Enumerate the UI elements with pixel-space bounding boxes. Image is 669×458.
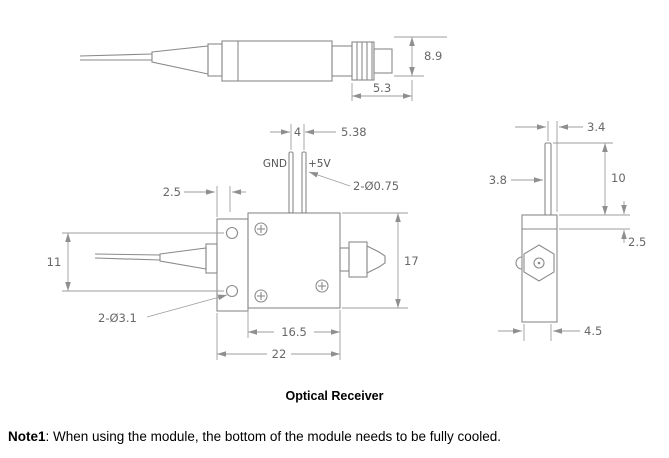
- technical-drawing: 8.9 5.3: [47, 36, 646, 361]
- note-label: Note1: [8, 429, 46, 444]
- dim-connector-offset: 5.3: [373, 81, 391, 95]
- mounting-hole-top: [225, 226, 239, 240]
- dim-pin-to-edge: 5.38: [341, 125, 367, 139]
- dim-hole-diameter: 2-Ø3.1: [98, 311, 137, 325]
- fiber-boot-front: [159, 247, 207, 270]
- dim-total-width: 22: [272, 347, 287, 361]
- dim-side-width: 4.5: [584, 324, 602, 338]
- screw-top-left: [254, 222, 268, 236]
- dim-hole-spacing: 11: [47, 255, 62, 269]
- fiber-cable-front: [94, 253, 161, 261]
- dim-body-width: 16.5: [281, 325, 307, 339]
- fiber-boot: [151, 45, 209, 75]
- dim-side-pin-height: 10: [611, 171, 626, 185]
- power-pin-gnd: [288, 151, 294, 214]
- dim-connector-height: 8.9: [424, 49, 442, 63]
- dim-pin-diameter: 2-Ø0.75: [353, 179, 399, 193]
- pin-label-5v: +5V: [308, 158, 331, 170]
- dim-side-pin-inset: 3.8: [489, 173, 507, 187]
- pin-label-gnd: GND: [263, 158, 287, 170]
- note-body: : When using the module, the bottom of t…: [45, 429, 502, 444]
- fiber-exit-bump: [515, 256, 523, 270]
- fc-connector: [331, 41, 393, 81]
- note-text: Note1: When using the module, the bottom…: [8, 429, 501, 444]
- module-body-side: [521, 214, 558, 323]
- top-view: 8.9 5.3: [79, 36, 447, 101]
- dim-side-step: 2.5: [628, 235, 646, 249]
- hex-nut: [523, 244, 555, 282]
- dim-lines-side-view: [498, 121, 630, 341]
- ferrule-step: [207, 43, 223, 77]
- ferrule-step-front: [205, 243, 218, 274]
- fiber-cable: [79, 53, 153, 61]
- dim-side-pin-offset: 3.4: [587, 120, 605, 134]
- fiber-core-dot: [537, 261, 541, 265]
- dim-body-height: 17: [404, 254, 419, 268]
- coax-connector: [339, 241, 386, 278]
- power-pin-5v: [301, 151, 307, 214]
- power-pin-side: [544, 142, 552, 216]
- side-view: 3.4 3.8 10 2.5 4.5: [489, 120, 646, 341]
- screw-bottom-left: [254, 289, 268, 303]
- dim-flange-offset: 2.5: [163, 185, 181, 199]
- dim-lines-front-view: [62, 124, 408, 360]
- screw-right: [315, 279, 329, 293]
- module-body-front: [247, 212, 341, 309]
- dim-pin-spacing: 4: [294, 125, 301, 139]
- dim-lines-top-view: [351, 36, 447, 101]
- front-view: GND +5V: [47, 124, 419, 361]
- drawing-caption: Optical Receiver: [285, 389, 384, 403]
- mounting-hole-bottom: [225, 284, 239, 298]
